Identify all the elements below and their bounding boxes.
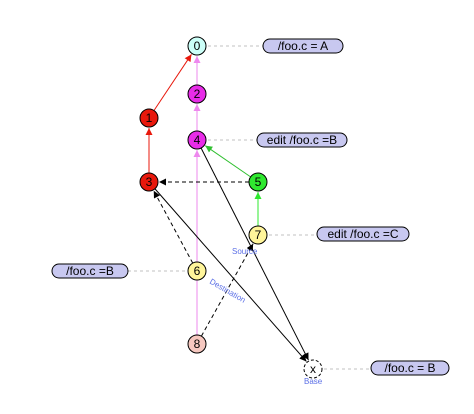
node-circle-4 xyxy=(187,130,207,150)
node-label-1: 1 xyxy=(146,111,153,125)
node-label-8: 8 xyxy=(194,337,201,351)
tag-4: edit /foo.c =B xyxy=(256,132,348,148)
tag-text-7: edit /foo.c =C xyxy=(327,227,398,241)
tag-text-0: /foo.c = A xyxy=(278,39,328,53)
node-circle-0 xyxy=(187,36,207,56)
tag-box-6 xyxy=(51,263,129,279)
edge-8-to-7 xyxy=(200,243,254,337)
edge-1-to-0 xyxy=(153,54,192,111)
node-label-6: 6 xyxy=(194,264,201,278)
node-5: 5 xyxy=(248,172,268,192)
node-label-2: 2 xyxy=(194,87,201,101)
node-label-5: 5 xyxy=(255,175,262,189)
node-circle-1 xyxy=(139,108,159,128)
node-4: 4 xyxy=(187,130,207,150)
edge-4-to-x xyxy=(200,147,309,361)
tag-box-4 xyxy=(256,132,348,148)
tag-7: edit /foo.c =C xyxy=(316,226,410,242)
node-label-0: 0 xyxy=(194,39,201,53)
tag-leader-lines xyxy=(128,45,371,370)
tag-box-x xyxy=(370,360,450,376)
node-label-x: x xyxy=(310,362,316,376)
node-7: 7 xyxy=(248,225,268,245)
tag-text-x: /foo.c = B xyxy=(384,361,435,375)
tag-text-4: edit /foo.c =B xyxy=(267,133,337,147)
tag-text-6: /foo.c =B xyxy=(66,264,114,278)
tag-6: /foo.c =B xyxy=(51,263,129,279)
node-circle-2 xyxy=(187,84,207,104)
node-0: 0 xyxy=(187,36,207,56)
edge-5-to-4 xyxy=(204,145,251,178)
node-6: 6 xyxy=(187,261,207,281)
node-2: 2 xyxy=(187,84,207,104)
node-circle-6 xyxy=(187,261,207,281)
node-circle-8 xyxy=(187,334,207,354)
tag-x: /foo.c = B xyxy=(370,360,450,376)
graph-nodes: 0 1 2 3 4 5 6 7 8 x xyxy=(139,36,323,379)
graph-edges xyxy=(145,54,309,362)
node-circle-7 xyxy=(248,225,268,245)
tag-box-7 xyxy=(316,226,410,242)
tag-box-0 xyxy=(262,38,344,54)
edge-label-source: Source xyxy=(232,247,258,256)
node-circle-3 xyxy=(139,172,159,192)
node-8: 8 xyxy=(187,334,207,354)
edge-label-base: Base xyxy=(304,377,323,386)
node-circle-x xyxy=(303,359,323,379)
node-label-3: 3 xyxy=(146,175,153,189)
edge-label-destination: Destination xyxy=(208,277,247,305)
tag-0: /foo.c = A xyxy=(262,38,344,54)
node-3: 3 xyxy=(139,172,159,192)
node-label-7: 7 xyxy=(255,228,262,242)
node-label-4: 4 xyxy=(194,133,201,147)
node-x: x xyxy=(303,359,323,379)
node-circle-5 xyxy=(248,172,268,192)
commit-tags: /foo.c = A edit /foo.c =B edit /foo.c =C/f… xyxy=(51,38,450,376)
edge-6-to-3 xyxy=(153,190,194,264)
edge-3-to-x xyxy=(154,188,307,362)
node-1: 1 xyxy=(139,108,159,128)
